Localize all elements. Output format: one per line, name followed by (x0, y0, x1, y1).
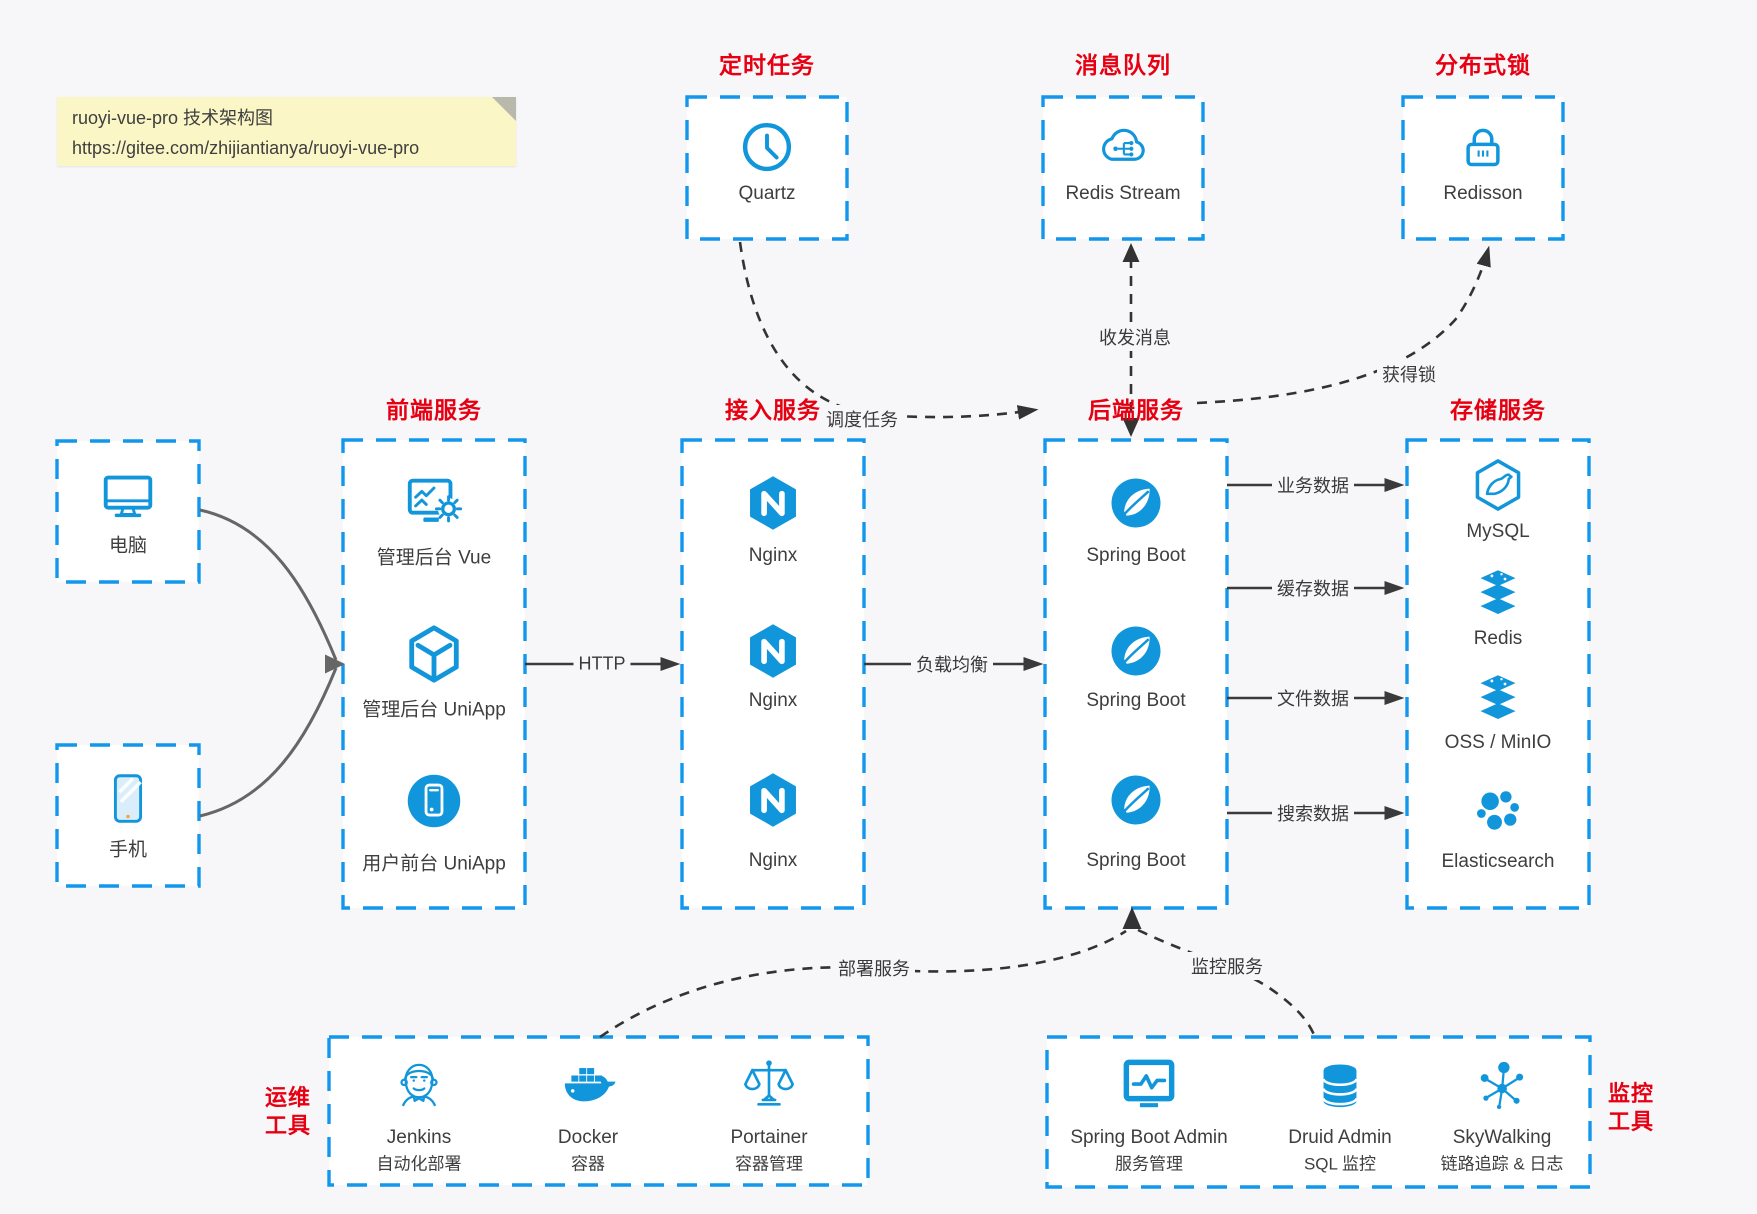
node-spring-boot-2-label: Spring Boot (1086, 690, 1186, 711)
elasticsearch-icon (1470, 782, 1526, 838)
title-storage-services: 存储服务 (1450, 397, 1546, 423)
title-monitor-tools-line2: 工具 (1607, 1109, 1655, 1134)
edge-monitor-label: 监控服务 (1186, 952, 1268, 980)
client-phone-label: 手机 (108, 839, 148, 861)
title-ops-tools-line2: 工具 (264, 1113, 312, 1138)
mysql-dolphin-icon (1470, 457, 1526, 513)
node-admin-uniapp-label: 管理后台 UniApp (362, 699, 506, 721)
portainer-icon (741, 1057, 797, 1113)
edge-deploy-label: 部署服务 (833, 954, 915, 982)
title-access-services: 接入服务 (725, 397, 821, 423)
node-admin-vue-label: 管理后台 Vue (376, 547, 492, 569)
nginx-icon (743, 473, 803, 533)
monitor-chart-icon (1120, 1056, 1178, 1114)
edge-business-data-label: 业务数据 (1272, 471, 1354, 499)
uniapp-cube-icon (403, 623, 465, 685)
edge-load-balance-label: 负载均衡 (911, 650, 993, 678)
edge-cache-data-label: 缓存数据 (1272, 574, 1354, 602)
node-redis-label: Redis (1473, 628, 1523, 649)
database-icon (1313, 1059, 1367, 1113)
node-druid-label: Druid Admin (1288, 1127, 1392, 1148)
note-url: https://gitee.com/zhijiantianya/ruoyi-vu… (72, 138, 420, 158)
user-app-icon (404, 771, 464, 831)
edge-file-data-label: 文件数据 (1272, 684, 1354, 712)
redis-stack-icon (1470, 565, 1526, 621)
sticky-note: ruoyi-vue-pro 技术架构图 https://gitee.com/zh… (57, 97, 516, 166)
title-scheduled-tasks: 定时任务 (719, 52, 815, 78)
edge-lock-label: 获得锁 (1377, 360, 1441, 388)
node-mysql-label: MySQL (1466, 521, 1530, 542)
node-portainer-sublabel: 容器管理 (735, 1154, 803, 1174)
node-elasticsearch-label: Elasticsearch (1441, 851, 1555, 872)
clock-icon (739, 119, 795, 175)
spring-icon (1108, 475, 1164, 531)
edge-message-label: 收发消息 (1094, 323, 1176, 351)
client-pc-label: 电脑 (108, 535, 148, 557)
cloud-share-icon (1095, 119, 1151, 175)
node-nginx-2-label: Nginx (748, 690, 798, 711)
spring-icon (1108, 623, 1164, 679)
node-redisson-label: Redisson (1443, 183, 1523, 204)
title-message-queue: 消息队列 (1075, 52, 1171, 78)
note-fold-corner-icon (492, 97, 516, 121)
topology-icon (1475, 1057, 1531, 1113)
title-monitor-tools-line1: 监控 (1607, 1081, 1655, 1106)
title-frontend-services: 前端服务 (386, 397, 482, 423)
node-sba-label: Spring Boot Admin (1070, 1127, 1228, 1148)
node-oss-minio-label: OSS / MinIO (1444, 732, 1552, 753)
node-nginx-3-label: Nginx (748, 850, 798, 871)
nginx-icon (743, 621, 803, 681)
node-jenkins-label: Jenkins (386, 1127, 452, 1148)
admin-screen-gear-icon (403, 472, 465, 534)
node-nginx-1-label: Nginx (748, 545, 798, 566)
title-distributed-lock: 分布式锁 (1435, 52, 1531, 78)
node-jenkins-sublabel: 自动化部署 (376, 1154, 462, 1174)
jenkins-icon (391, 1057, 447, 1113)
node-user-uniapp-label: 用户前台 UniApp (362, 853, 506, 875)
smartphone-icon (97, 768, 159, 830)
node-skywalking-label: SkyWalking (1452, 1127, 1552, 1148)
lock-icon (1455, 119, 1511, 175)
node-druid-sublabel: SQL 监控 (1303, 1154, 1377, 1174)
node-docker-sublabel: 容器 (571, 1154, 605, 1174)
node-spring-boot-1-label: Spring Boot (1086, 545, 1186, 566)
title-ops-tools-line1: 运维 (264, 1085, 312, 1110)
edge-schedule-label: 调度任务 (821, 405, 903, 433)
node-docker-label: Docker (557, 1127, 619, 1148)
edge-search-data-label: 搜索数据 (1272, 799, 1354, 827)
node-redis-stream-label: Redis Stream (1065, 183, 1181, 204)
node-skywalking-sublabel: 链路追踪 & 日志 (1440, 1154, 1564, 1174)
node-spring-boot-3-label: Spring Boot (1086, 850, 1186, 871)
docker-icon (559, 1058, 617, 1114)
title-backend-services: 后端服务 (1088, 397, 1184, 423)
note-title: ruoyi-vue-pro 技术架构图 (72, 108, 274, 128)
edge-http-label: HTTP (573, 652, 631, 676)
node-quartz-label: Quartz (738, 183, 796, 204)
node-sba-sublabel: 服务管理 (1115, 1154, 1183, 1174)
desktop-icon (97, 465, 159, 527)
redis-stack-icon (1470, 670, 1526, 726)
node-portainer-label: Portainer (730, 1127, 808, 1148)
nginx-icon (743, 770, 803, 830)
spring-icon (1108, 772, 1164, 828)
